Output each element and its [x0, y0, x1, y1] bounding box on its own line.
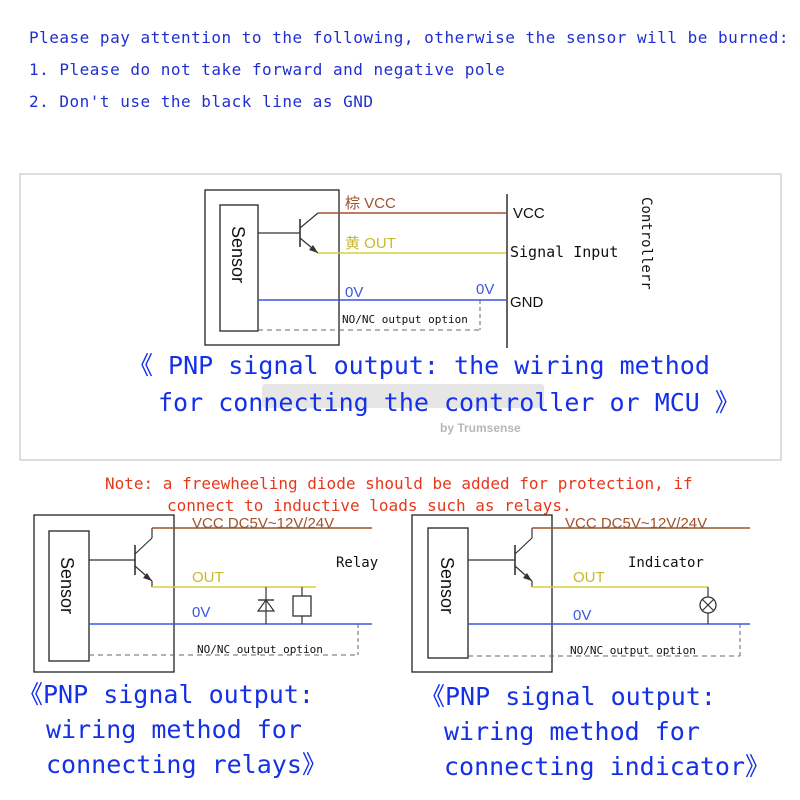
note-line-2: connect to inductive loads such as relay…: [167, 496, 572, 515]
indicator-wiring-diagram: Sensor VCC DC5V~12V/24V OUT 0V Indicator…: [411, 514, 750, 673]
indicator-out-label: OUT: [573, 569, 605, 586]
indicator-load-label: Indicator: [628, 555, 704, 571]
top-caption-line-1: 《 PNP signal output: the wiring method: [128, 351, 710, 380]
indicator-caption-line-3: connecting indicator》: [444, 752, 771, 781]
indicator-caption-line-2: wiring method for: [444, 717, 700, 746]
watermark-brand: by Trumsense: [440, 421, 521, 435]
top-gnd-wire-label: 0V: [345, 284, 363, 301]
indicator-sensor-inner-box: [427, 527, 469, 659]
top-gnd-right-label: 0V: [476, 281, 494, 298]
relay-caption-line-3: connecting relays》: [46, 750, 327, 779]
warning-item-1: 1. Please do not take forward and negati…: [29, 60, 506, 79]
top-wiring-diagram: Sensor 棕 VCC 黄 OUT 0V 0V NO/NC output op…: [19, 173, 782, 461]
warning-item-2: 2. Don't use the black line as GND: [29, 92, 374, 111]
top-out-wire-label: 黄 OUT: [345, 235, 396, 252]
top-sensor-outer-box: [204, 189, 340, 346]
relay-sensor-outer-box: [33, 514, 175, 673]
relay-load-label: Relay: [336, 555, 378, 571]
relay-out-label: OUT: [192, 569, 224, 586]
top-sensor-label: Sensor: [228, 226, 248, 283]
top-frame: [19, 173, 782, 461]
indicator-sensor-outer-box: [411, 514, 553, 673]
relay-option-label: NO/NC output option: [197, 643, 323, 656]
indicator-gnd-label: 0V: [573, 607, 591, 624]
controller-label: Controllerr: [638, 197, 654, 290]
controller-vcc-label: VCC: [513, 205, 545, 222]
relay-sensor-inner-box: [48, 530, 90, 662]
indicator-sensor-label: Sensor: [437, 557, 457, 614]
relay-caption-line-1: 《PNP signal output:: [18, 680, 314, 709]
relay-coil: [292, 595, 312, 617]
top-option-label: NO/NC output option: [342, 313, 468, 326]
watermark-logo: [262, 384, 544, 408]
relay-caption-line-2: wiring method for: [46, 715, 302, 744]
relay-vcc-label: VCC DC5V~12V/24V: [192, 515, 334, 532]
indicator-option-label: NO/NC output option: [570, 644, 696, 657]
relay-sensor-label: Sensor: [57, 557, 77, 614]
indicator-caption-line-1: 《PNP signal output:: [420, 682, 716, 711]
note-line-1: Note: a freewheeling diode should be add…: [105, 474, 693, 493]
indicator-vcc-label: VCC DC5V~12V/24V: [565, 515, 707, 532]
controller-signal-label: Signal Input: [510, 243, 618, 261]
relay-wiring-diagram: Sensor VCC DC5V~12V/24V OUT 0V Relay NO/…: [33, 514, 378, 673]
top-vcc-wire-label: 棕 VCC: [345, 195, 396, 212]
warning-heading: Please pay attention to the following, o…: [29, 28, 789, 47]
top-sensor-inner-box: [219, 204, 259, 332]
top-caption-line-2: for connecting the controller or MCU 》: [158, 388, 740, 417]
controller-gnd-label: GND: [510, 294, 544, 311]
relay-gnd-label: 0V: [192, 604, 210, 621]
